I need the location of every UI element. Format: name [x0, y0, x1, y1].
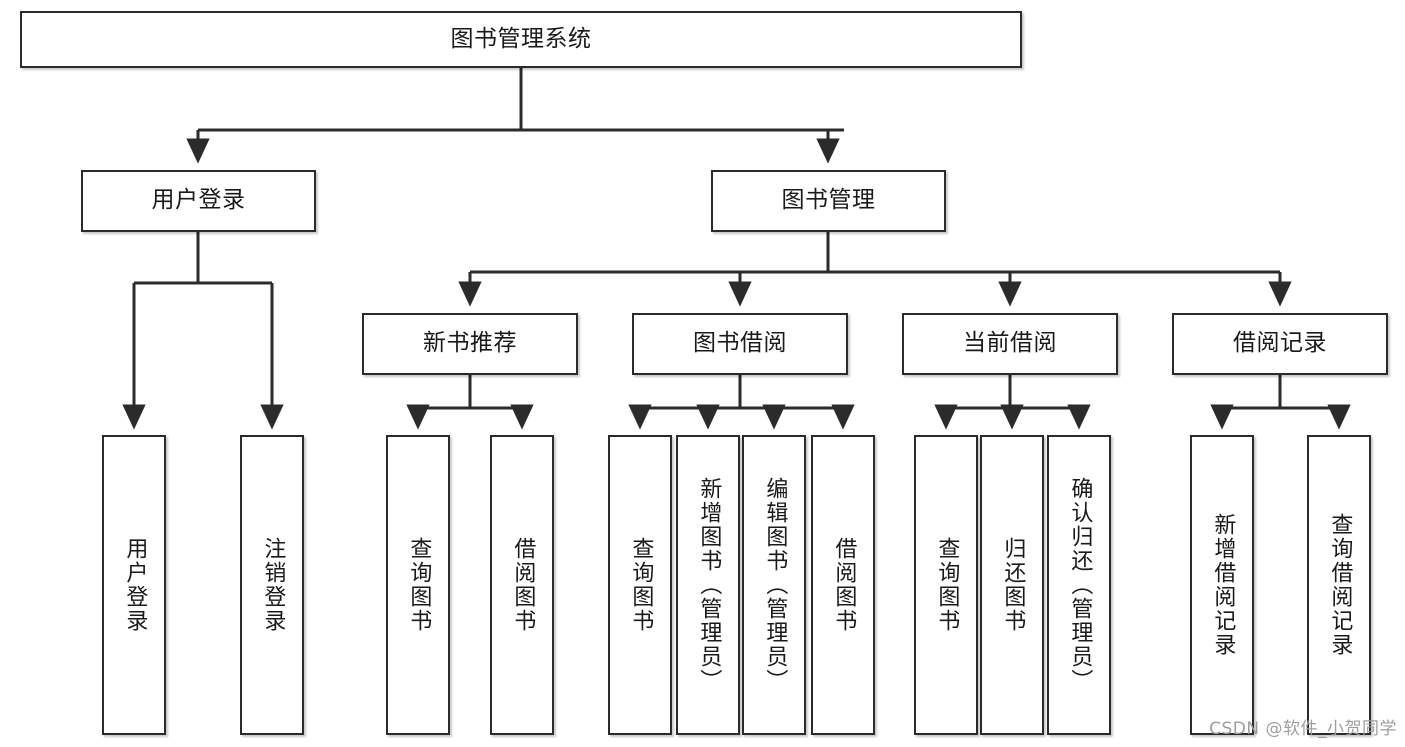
node-current-borrow[interactable]: 当前借阅: [902, 313, 1118, 375]
node-label: 新增借阅记录: [1210, 513, 1236, 657]
node-label: 新书推荐: [423, 330, 517, 357]
leaf-query-book-current[interactable]: 查询图书: [914, 435, 978, 735]
leaf-query-book-recommend[interactable]: 查询图书: [386, 435, 450, 735]
leaf-query-borrow-record[interactable]: 查询借阅记录: [1307, 435, 1371, 735]
csdn-watermark: CSDN @软件_小贺同学: [1209, 719, 1397, 739]
node-root-system[interactable]: 图书管理系统: [20, 11, 1022, 68]
node-book-borrow[interactable]: 图书借阅: [632, 313, 848, 375]
leaf-edit-book[interactable]: 编辑图书（管理员）: [742, 435, 806, 735]
node-label: 确认归还（管理员）: [1067, 477, 1093, 693]
node-label: 归还图书: [1000, 537, 1026, 633]
node-user-login[interactable]: 用户登录: [81, 170, 316, 232]
node-label: 借阅记录: [1233, 330, 1327, 357]
node-label: 新增图书（管理员）: [696, 477, 722, 693]
node-label: 借阅图书: [831, 537, 857, 633]
node-label: 用户登录: [122, 537, 148, 633]
node-new-book-recommend[interactable]: 新书推荐: [362, 313, 578, 375]
node-label: 图书管理: [781, 187, 876, 214]
node-borrow-record[interactable]: 借阅记录: [1172, 313, 1388, 375]
node-label: 当前借阅: [963, 330, 1057, 357]
leaf-add-borrow-record[interactable]: 新增借阅记录: [1190, 435, 1254, 735]
node-label: 注销登录: [260, 537, 286, 633]
node-label: 查询图书: [934, 537, 960, 633]
node-label: 图书借阅: [693, 330, 787, 357]
node-label: 借阅图书: [510, 537, 536, 633]
leaf-confirm-return[interactable]: 确认归还（管理员）: [1047, 435, 1111, 735]
node-label: 查询图书: [628, 537, 654, 633]
node-label: 图书管理系统: [450, 25, 592, 52]
leaf-borrow-book-recommend[interactable]: 借阅图书: [490, 435, 554, 735]
node-label: 查询借阅记录: [1327, 513, 1353, 657]
leaf-query-book-borrow[interactable]: 查询图书: [608, 435, 672, 735]
leaf-borrow-book[interactable]: 借阅图书: [811, 435, 875, 735]
leaf-return-book[interactable]: 归还图书: [980, 435, 1044, 735]
leaf-logout[interactable]: 注销登录: [240, 435, 304, 735]
node-book-manage[interactable]: 图书管理: [711, 170, 946, 232]
node-label: 查询图书: [406, 537, 432, 633]
node-label: 编辑图书（管理员）: [762, 477, 788, 693]
node-label: 用户登录: [151, 187, 246, 214]
leaf-user-login[interactable]: 用户登录: [102, 435, 166, 735]
leaf-add-book[interactable]: 新增图书（管理员）: [676, 435, 740, 735]
